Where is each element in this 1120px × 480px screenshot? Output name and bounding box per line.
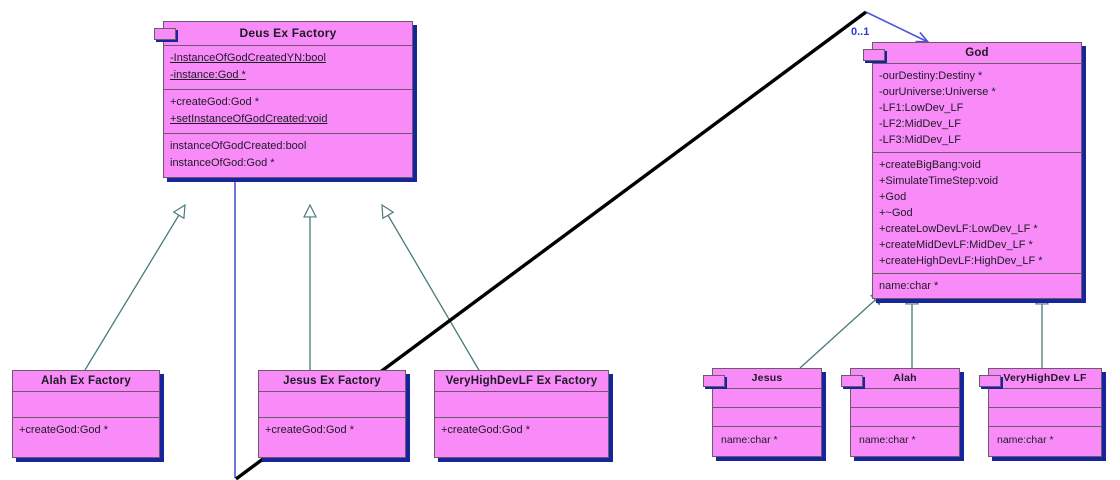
operation-item: +createGod:God * [265,424,354,436]
extra-item: name:char * [859,434,916,446]
operations-compartment: +createGod:God * [259,417,405,457]
attributes-compartment: -ourDestiny:Destiny * -ourUniverse:Unive… [873,63,1081,152]
compartment-empty-1 [989,388,1101,407]
class-tab-icon [863,49,885,61]
class-jesus[interactable]: Jesus name:char * [703,368,822,457]
compartment-empty-1 [713,388,821,407]
compartment-empty-2 [851,407,959,426]
operation-item: +SimulateTimeStep:void [879,175,999,187]
compartment-empty-2 [989,407,1101,426]
operation-item: +~God [879,207,913,219]
extra-compartment: name:char * [989,426,1101,456]
attribute-item: -ourDestiny:Destiny * [879,70,983,82]
attribute-item: -LF2:MidDev_LF [879,118,961,130]
class-jesus-ex-factory[interactable]: Jesus Ex Factory +createGod:God * [258,370,406,458]
extra-item: instanceOfGodCreated:bool [170,140,307,152]
extra-compartment: name:char * [851,426,959,456]
attributes-compartment [435,391,608,417]
operation-item: +createBigBang:void [879,159,981,171]
compartment-empty-1 [851,388,959,407]
attribute-item: -LF1:LowDev_LF [879,102,964,114]
attributes-compartment: -InstanceOfGodCreatedYN:bool -instance:G… [164,45,412,89]
extra-compartment: name:char * [713,426,821,456]
class-veryhighdev-lf[interactable]: VeryHighDev LF name:char * [979,368,1102,457]
attributes-compartment [259,391,405,417]
operation-item: +createGod:God * [19,424,108,436]
class-tab-icon [841,375,863,387]
generalization-alah-factory-to-deus [84,205,185,371]
operation-item: +createGod:God * [441,424,530,436]
extra-item: name:char * [879,280,939,292]
operation-item: +createMidDevLF:MidDev_LF * [879,239,1033,251]
operation-item: +setInstanceOfGodCreated:void [170,113,328,125]
class-alah[interactable]: Alah name:char * [841,368,960,457]
class-name-veryhighdev-lf: VeryHighDev LF [1003,372,1087,384]
extra-compartment: name:char * [873,273,1081,298]
class-deus-ex-factory[interactable]: Deus Ex Factory -InstanceOfGodCreatedYN:… [154,21,413,178]
attribute-item: -InstanceOfGodCreatedYN:bool [170,52,326,64]
extra-compartment: instanceOfGodCreated:bool instanceOfGod:… [164,133,412,177]
attribute-item: -instance:God * [170,69,246,81]
class-tab-icon [979,375,1001,387]
operation-item: +createGod:God * [170,96,259,108]
generalization-jesus-to-god [799,292,884,369]
class-veryhighdevlf-ex-factory[interactable]: VeryHighDevLF Ex Factory +createGod:God … [434,370,609,458]
class-name-alah: Alah [893,372,917,384]
class-name-deus-ex-factory: Deus Ex Factory [239,26,337,40]
extra-item: name:char * [721,434,778,446]
attribute-item: -ourUniverse:Universe * [879,86,996,98]
class-tab-icon [703,375,725,387]
association-multiplicity-label: 0..1 [851,26,870,38]
attributes-compartment [13,391,159,417]
class-name-god: God [965,47,989,59]
class-name-alah-ex-factory: Alah Ex Factory [41,375,131,387]
generalization-veryhighdevlf-factory-to-deus [382,205,481,373]
compartment-empty-2 [713,407,821,426]
class-name-jesus: Jesus [751,372,783,384]
operations-compartment: +createGod:God * [13,417,159,457]
extra-item: instanceOfGod:God * [170,157,275,169]
extra-item: name:char * [997,434,1054,446]
class-name-veryhighdevlf-ex-factory: VeryHighDevLF Ex Factory [445,375,598,387]
operation-item: +God [879,191,907,203]
operations-compartment: +createGod:God * +setInstanceOfGodCreate… [164,89,412,133]
operations-compartment: +createBigBang:void +SimulateTimeStep:vo… [873,152,1081,273]
operation-item: +createHighDevLF:HighDev_LF * [879,255,1043,267]
class-alah-ex-factory[interactable]: Alah Ex Factory +createGod:God * [12,370,160,458]
class-name-jesus-ex-factory: Jesus Ex Factory [283,375,381,387]
class-tab-icon [154,28,176,40]
operations-compartment: +createGod:God * [435,417,608,457]
operation-item: +createLowDevLF:LowDev_LF * [879,223,1038,235]
attribute-item: -LF3:MidDev_LF [879,134,961,146]
class-god[interactable]: God -ourDestiny:Destiny * -ourUniverse:U… [863,42,1082,299]
